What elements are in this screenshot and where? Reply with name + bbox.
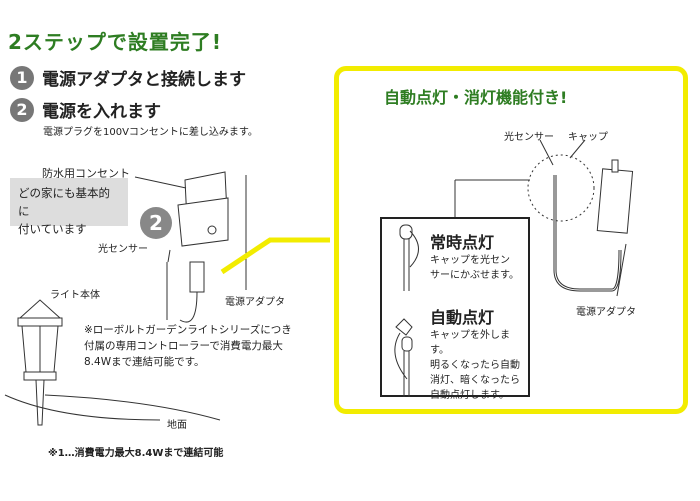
- sensor-cap-icons: [394, 224, 419, 397]
- gray-note-line: 付いています: [18, 222, 87, 236]
- panel-cap-label: キャップ: [568, 132, 608, 143]
- mode-text: 自動点灯します。: [430, 390, 509, 401]
- lantern-illustration: [17, 299, 63, 426]
- adapter-illustration: [166, 261, 205, 323]
- mode-text: キャップを外します。: [430, 330, 510, 356]
- footnote: ※1…消費電力最大8.4Wまで連結可能: [48, 448, 224, 459]
- ground-label: 地面: [167, 420, 187, 431]
- note: ※ローボルトガーデンライトシリーズにつき 付属の専用コントローラーで消費電力最大…: [84, 322, 292, 370]
- outlet-label: 防水用コンセント: [42, 167, 130, 180]
- mode-title: 常時点灯: [430, 233, 495, 252]
- panel-adapter-label: 電源アダプタ: [576, 307, 636, 318]
- note-line: 8.4Wまで連結可能です。: [84, 356, 205, 368]
- mode-text: 明るくなったら自動: [430, 360, 520, 371]
- mode-text: キャップを光セン: [430, 255, 510, 266]
- mode-auto: 自動点灯 キャップを外します。 明るくなったら自動 消灯、暗くなったら 自動点灯…: [430, 304, 528, 403]
- step-1: 1 電源アダプタと接続します: [10, 65, 246, 90]
- note-line: ※ローボルトガーデンライトシリーズにつき: [84, 324, 292, 336]
- step-2-badge: 2: [140, 207, 172, 239]
- step-label: 電源アダプタと接続します: [42, 70, 246, 90]
- page-title: 2ステップで設置完了!: [8, 30, 223, 54]
- outlet-illustration: [177, 171, 229, 247]
- step-number: 2: [10, 97, 34, 122]
- mode-text: 消灯、暗くなったら: [430, 375, 520, 386]
- feature-panel: [334, 66, 688, 414]
- adapter-label: 電源アダプタ: [225, 297, 285, 308]
- step-label: 電源を入れます: [42, 102, 161, 122]
- step-2-description: 電源プラグを100Vコンセントに差し込みます。: [43, 127, 258, 138]
- gray-note-line: どの家にも基本的に: [18, 186, 110, 218]
- step-2: 2 電源を入れます: [10, 97, 161, 122]
- sensor-label: 光センサー: [98, 244, 148, 255]
- note-line: 付属の専用コントローラーで消費電力最大: [84, 340, 283, 352]
- panel-title: 自動点灯・消灯機能付き!: [384, 88, 568, 107]
- light-body-label: ライト本体: [50, 290, 100, 301]
- panel-sensor-label: 光センサー: [504, 132, 554, 143]
- step-number: 1: [10, 65, 34, 90]
- mode-text: サーにかぶせます。: [430, 270, 519, 281]
- mode-always-on: 常時点灯 キャップを光セン サーにかぶせます。: [430, 229, 519, 283]
- gray-note: どの家にも基本的に 付いています: [10, 178, 128, 236]
- mode-title: 自動点灯: [430, 308, 495, 327]
- mode-box: 常時点灯 キャップを光セン サーにかぶせます。 自動点灯 キャップを外します。 …: [380, 217, 530, 401]
